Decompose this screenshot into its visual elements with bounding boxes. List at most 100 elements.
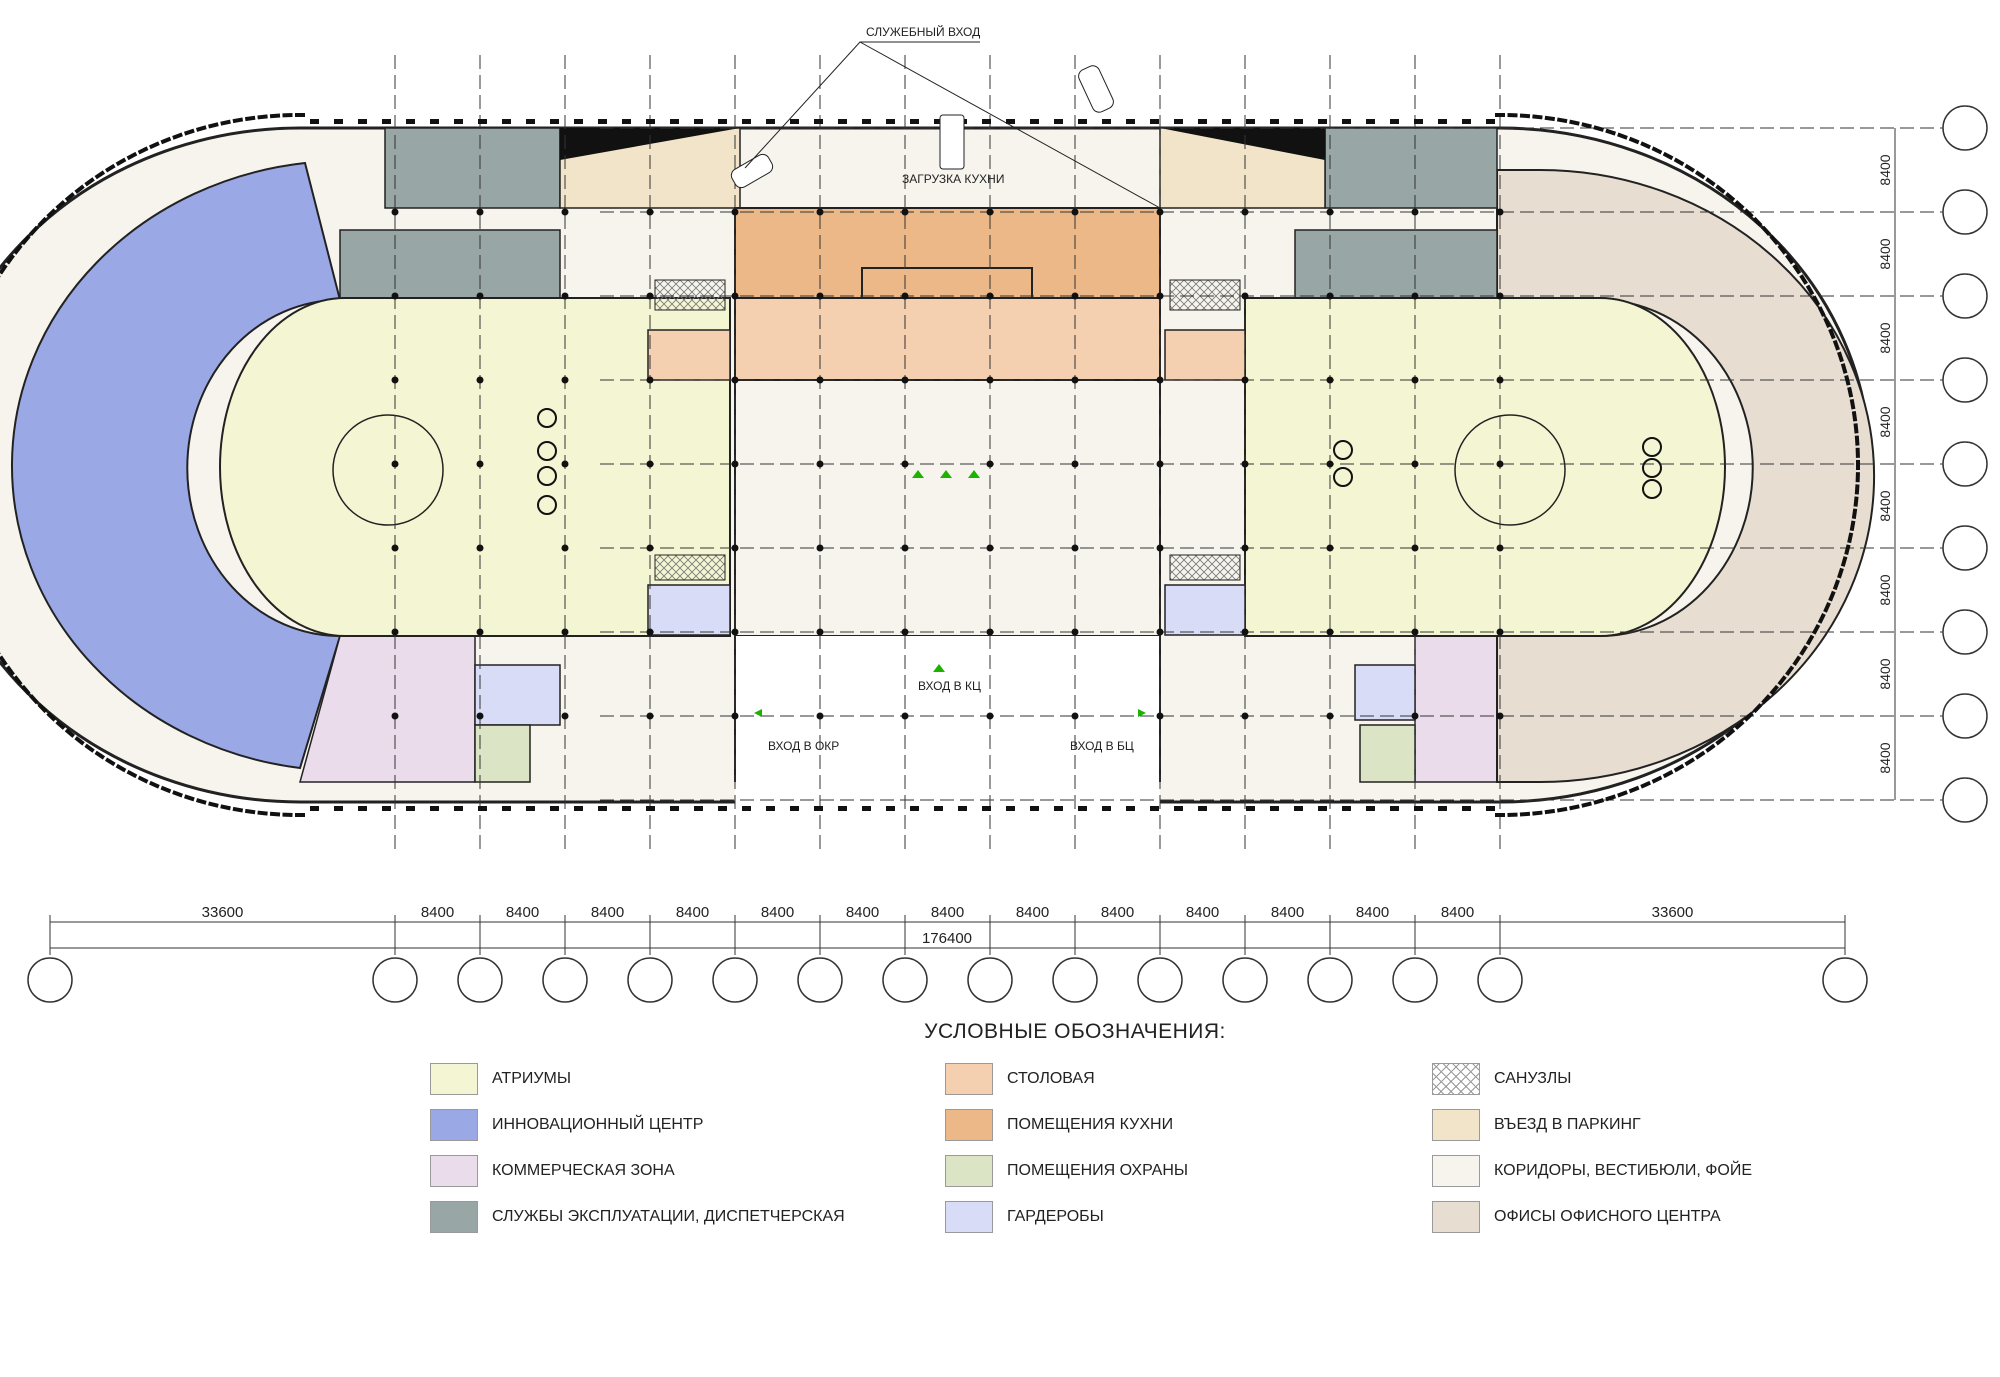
dining-zone — [734, 297, 1161, 381]
facade-column — [13, 675, 23, 686]
column-dot — [391, 208, 399, 216]
facade-column — [1694, 750, 1706, 760]
facade-column — [502, 806, 511, 811]
facade-column — [1832, 579, 1840, 591]
column-dot — [901, 376, 909, 384]
facade-column — [64, 728, 75, 738]
facade-column — [358, 806, 367, 811]
facade-column — [910, 119, 919, 124]
axis-marker — [542, 957, 588, 1003]
facade-column — [1519, 113, 1531, 119]
column-dot — [731, 460, 739, 468]
facade-column — [1294, 806, 1303, 811]
dimension-label: 8400 — [1877, 742, 1893, 773]
dimension-label: 33600 — [1652, 904, 1694, 921]
facade-column — [310, 119, 319, 124]
column-dot — [646, 292, 654, 300]
facade-column — [208, 122, 219, 129]
facade-column — [1840, 363, 1848, 374]
facade-column — [115, 157, 127, 167]
facade-column — [84, 743, 95, 753]
facade-column — [1544, 808, 1556, 815]
facade-column — [29, 225, 39, 236]
facade-column — [550, 806, 559, 811]
dimension-label: 8400 — [1016, 904, 1049, 921]
facade-column — [295, 113, 305, 117]
column-dot — [476, 376, 484, 384]
facade-column — [1777, 675, 1787, 686]
column-dot — [816, 544, 824, 552]
column-dot — [391, 292, 399, 300]
column-dot — [901, 292, 909, 300]
facade-column — [1811, 295, 1821, 307]
column-dot — [1496, 712, 1504, 720]
offices-zone — [1496, 169, 1876, 783]
column-dot — [1156, 544, 1164, 552]
axis-marker — [1477, 957, 1523, 1003]
facade-column — [104, 757, 116, 767]
column-dot — [1156, 712, 1164, 720]
facade-column — [478, 119, 487, 124]
facade-column — [1294, 119, 1303, 124]
column-dot — [731, 292, 739, 300]
facade-column — [1853, 423, 1859, 434]
column-dot — [391, 460, 399, 468]
facade-column — [1761, 225, 1771, 236]
facade-column — [814, 806, 823, 811]
facade-column — [886, 119, 895, 124]
facade-column — [1054, 119, 1063, 124]
facade-column — [430, 806, 439, 811]
atrium-core-left — [332, 414, 444, 526]
facade-column — [1799, 274, 1808, 285]
facade-column — [574, 806, 583, 811]
facade-column — [1318, 806, 1327, 811]
facade-column — [406, 119, 415, 124]
facade-column — [862, 119, 871, 124]
facade-column — [1246, 119, 1255, 124]
facade-column — [1495, 813, 1505, 817]
facade-column — [1342, 119, 1351, 124]
facade-column — [1743, 208, 1754, 219]
column-dot — [1241, 628, 1249, 636]
dimension-label: 8400 — [931, 904, 964, 921]
dimension-label: 8400 — [1877, 238, 1893, 269]
atrium-right — [1244, 297, 1726, 637]
column-dot — [731, 376, 739, 384]
facade-column — [1823, 601, 1831, 613]
facade-column — [1851, 508, 1858, 519]
dimension-label: 33600 — [202, 904, 244, 921]
column-dot — [476, 208, 484, 216]
column-dot — [1496, 292, 1504, 300]
column-dot — [816, 712, 824, 720]
atrium-left — [219, 297, 731, 637]
facade-column — [1126, 806, 1135, 811]
facade-column — [1651, 775, 1663, 784]
facade-column — [1462, 119, 1471, 124]
facade-column — [104, 163, 116, 173]
facade-column — [1270, 119, 1279, 124]
column-dot — [1241, 712, 1249, 720]
legend-label: СТОЛОВАЯ — [1007, 1070, 1095, 1087]
facade-column — [1390, 119, 1399, 124]
facade-column — [1752, 216, 1763, 227]
facade-column — [646, 806, 655, 811]
facade-column — [1785, 254, 1795, 265]
column-dot — [646, 208, 654, 216]
column-dot — [476, 460, 484, 468]
column-dot — [1071, 376, 1079, 384]
column-dot — [1156, 628, 1164, 636]
dimension-label: 8400 — [676, 904, 709, 921]
column-dot — [816, 292, 824, 300]
facade-column — [1342, 806, 1351, 811]
legend-label: ВЪЕЗД В ПАРКИНГ — [1494, 1116, 1641, 1133]
dimension-total-label: 176400 — [922, 930, 972, 947]
column-dot — [646, 628, 654, 636]
facade-column — [1486, 806, 1495, 811]
column-dot — [1411, 460, 1419, 468]
facade-column — [1438, 119, 1447, 124]
facade-column — [5, 254, 15, 265]
facade-column — [1847, 386, 1854, 398]
facade-column — [1605, 794, 1617, 802]
facade-column — [622, 119, 631, 124]
